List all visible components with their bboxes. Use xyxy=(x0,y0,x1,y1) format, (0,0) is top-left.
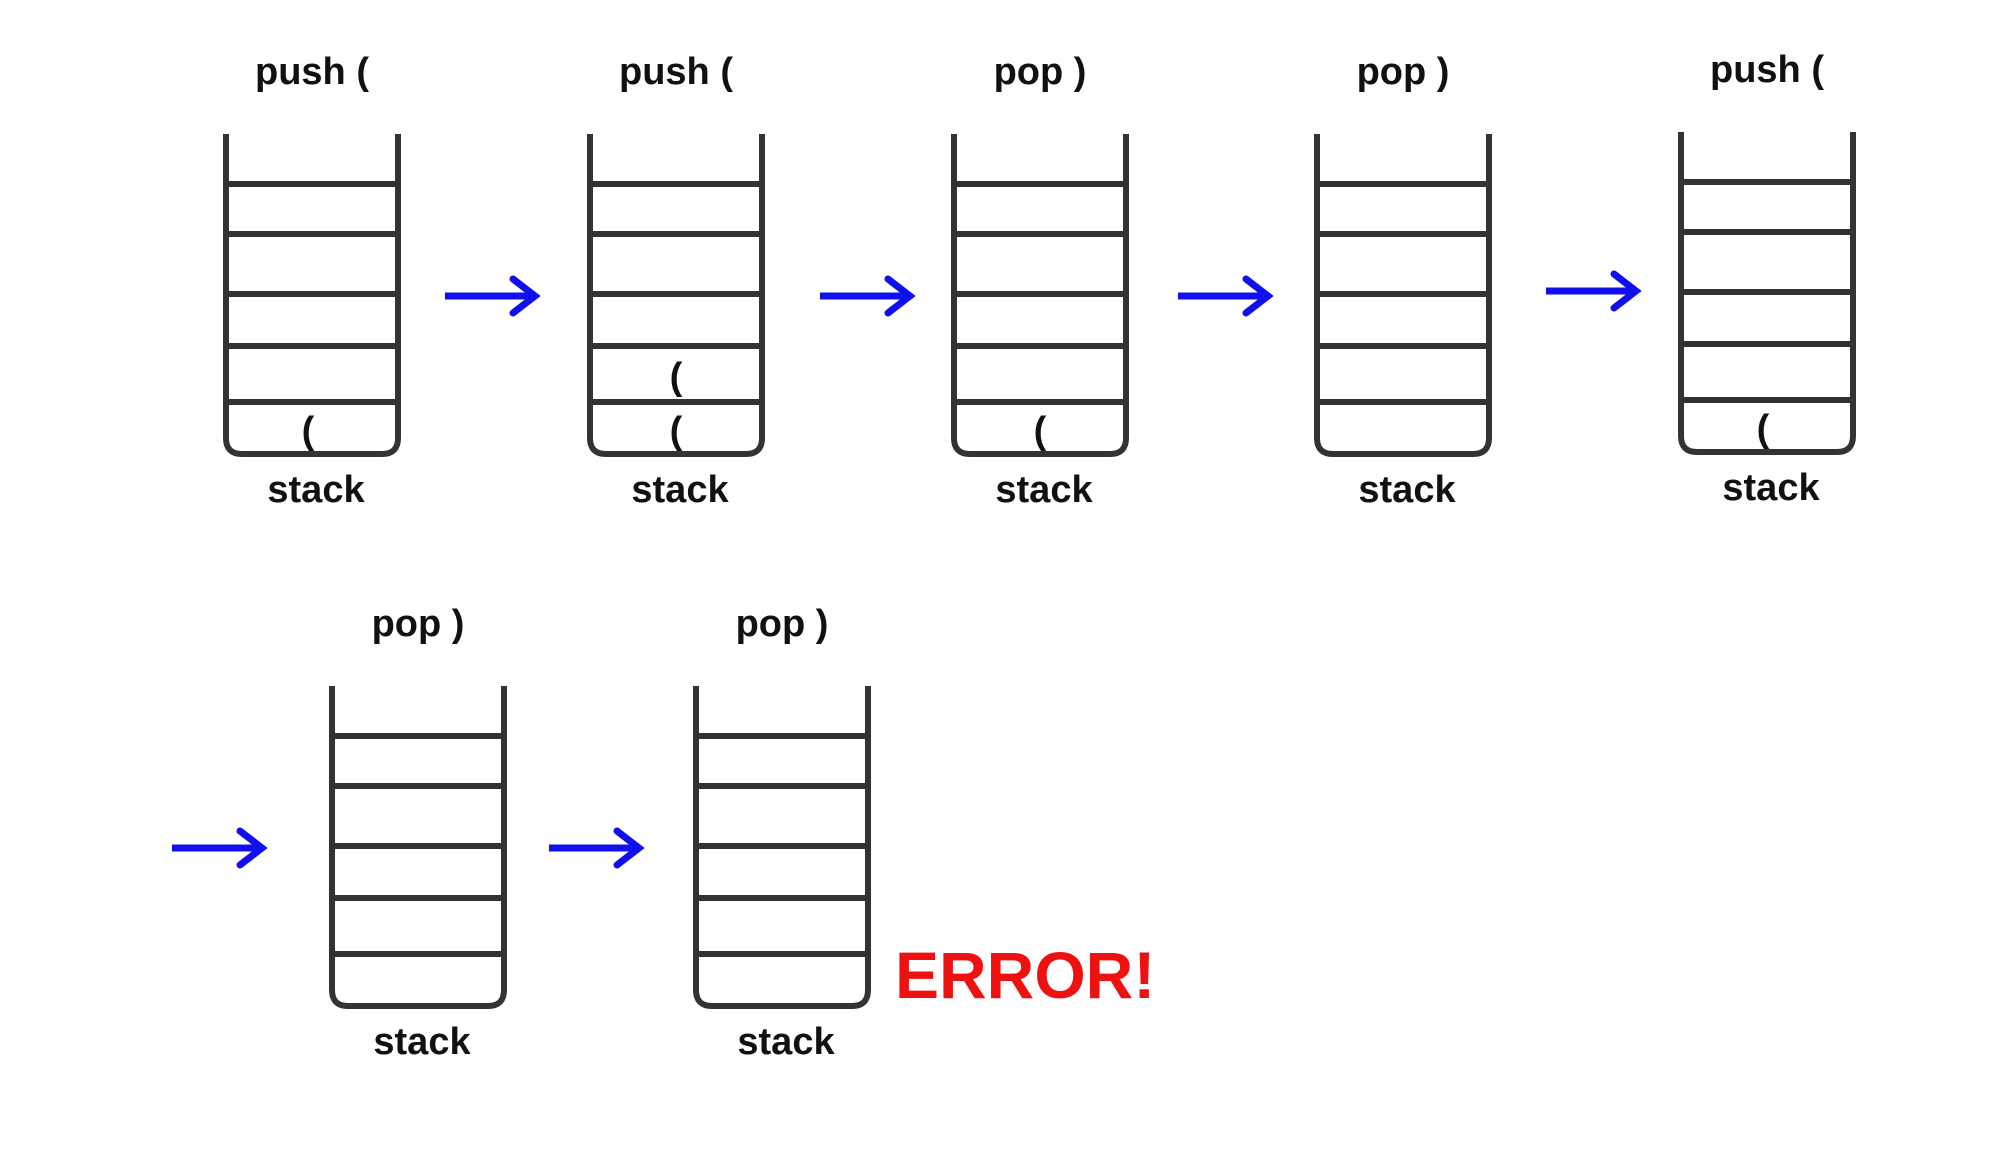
stack-container xyxy=(587,134,765,457)
operation-label: push ( xyxy=(1710,49,1824,91)
right-arrow-icon xyxy=(820,275,916,317)
stack-container xyxy=(1314,134,1492,457)
stack-item: ( xyxy=(1034,410,1047,452)
operation-label: pop ) xyxy=(1357,51,1450,93)
arrows-layer xyxy=(172,270,1642,869)
stack-6: pop ) stack xyxy=(329,603,507,1063)
right-arrow-icon xyxy=(1178,275,1274,317)
stack-label: stack xyxy=(1722,467,1820,509)
stack-label: stack xyxy=(1358,469,1456,511)
stack-3: pop ) ( stack xyxy=(951,51,1129,511)
stack-container xyxy=(951,134,1129,457)
right-arrow-icon xyxy=(172,827,268,869)
stack-item: ( xyxy=(302,410,315,452)
stack-label: stack xyxy=(737,1021,835,1063)
stack-label: stack xyxy=(631,469,729,511)
operation-label: pop ) xyxy=(994,51,1087,93)
operation-label: pop ) xyxy=(736,603,829,645)
stack-item: ( xyxy=(1757,408,1770,450)
right-arrow-icon xyxy=(549,827,645,869)
stack-5: push ( ( stack xyxy=(1678,49,1856,509)
right-arrow-icon xyxy=(445,275,541,317)
stack-2: push ( ( ( stack xyxy=(587,51,765,511)
stack-container xyxy=(693,686,871,1009)
right-arrow-icon xyxy=(1546,270,1642,312)
stack-7: pop ) stack xyxy=(693,603,871,1063)
operation-label: pop ) xyxy=(372,603,465,645)
stack-container xyxy=(223,134,401,457)
stack-4: pop ) stack xyxy=(1314,51,1492,511)
operation-label: push ( xyxy=(255,51,369,93)
operation-label: push ( xyxy=(619,51,733,93)
stack-label: stack xyxy=(267,469,365,511)
stack-label: stack xyxy=(995,469,1093,511)
stack-label: stack xyxy=(373,1021,471,1063)
stack-1: push ( ( stack xyxy=(223,51,401,511)
stack-container xyxy=(1678,132,1856,455)
stack-item: ( xyxy=(670,356,683,398)
stack-item: ( xyxy=(670,410,683,452)
stack-container xyxy=(329,686,507,1009)
error-label: ERROR! xyxy=(895,938,1155,1012)
